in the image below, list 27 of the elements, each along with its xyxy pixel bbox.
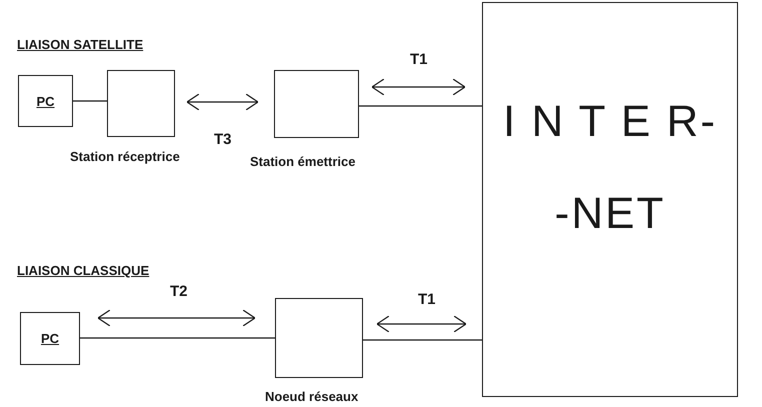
double-arrow <box>376 315 467 333</box>
section-heading: LIAISON SATELLITE <box>17 38 144 51</box>
device-name: PC <box>36 94 55 108</box>
double-arrow <box>371 78 466 96</box>
node-caption: Station réceptrice <box>70 150 180 163</box>
connector-line <box>80 337 275 339</box>
section-heading: LIAISON CLASSIQUE <box>17 264 150 277</box>
connector-line <box>73 100 107 102</box>
node-caption: Noeud réseaux <box>265 390 358 403</box>
edge-label: T2 <box>168 284 190 299</box>
network-title: -NET <box>554 192 666 236</box>
node-caption: Station émettrice <box>250 155 356 168</box>
connector-line <box>363 339 482 341</box>
double-arrow <box>186 93 259 111</box>
edge-label: T3 <box>212 132 234 147</box>
station-box <box>107 70 175 137</box>
network-box <box>482 2 738 397</box>
connector-line <box>359 105 482 107</box>
computer-box <box>20 312 80 365</box>
computer-box <box>18 75 73 127</box>
double-arrow <box>97 309 256 327</box>
edge-label: T1 <box>416 292 438 307</box>
station-box <box>275 298 363 378</box>
device-name: PC <box>40 332 60 345</box>
station-box <box>274 70 359 138</box>
network-title: I N T E R- <box>503 100 717 144</box>
edge-label: T1 <box>408 52 430 67</box>
